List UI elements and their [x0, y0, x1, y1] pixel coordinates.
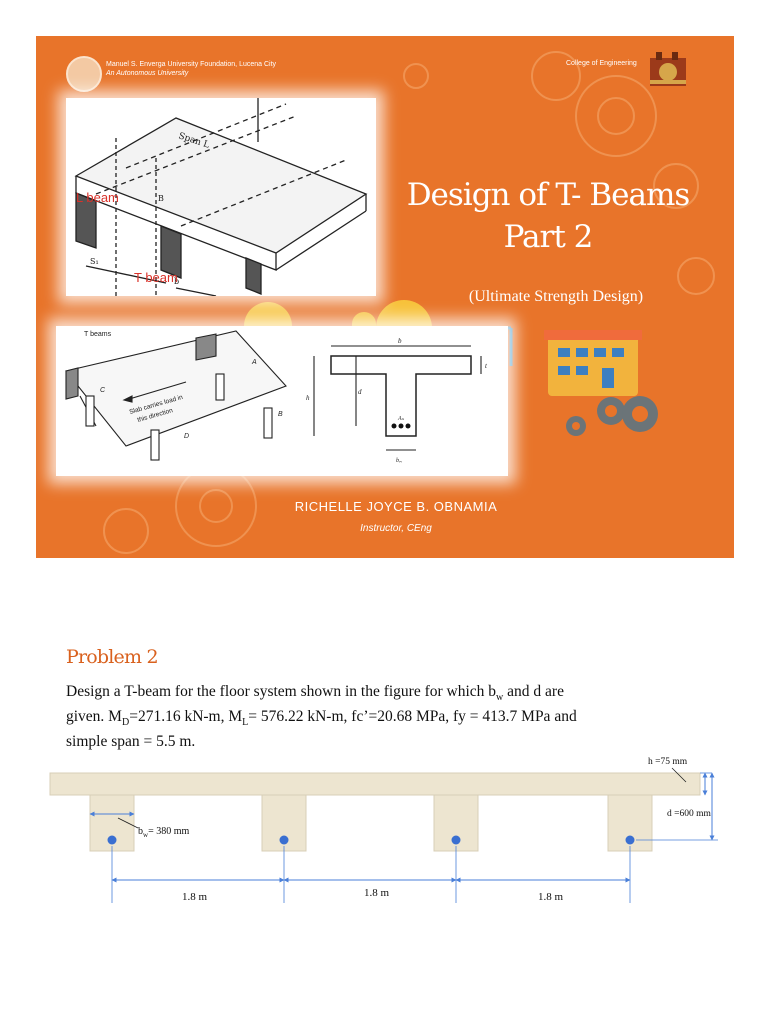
subscript: w	[496, 692, 504, 704]
text-fragment: Design a T-beam for the floor system sho…	[66, 683, 497, 700]
university-header: Manuel S. Enverga University Foundation,…	[106, 60, 276, 78]
building-icon	[544, 330, 642, 396]
problem-line-2: given. MD=271.16 kN-m, ML= 576.22 kN-m, …	[66, 707, 706, 732]
title-line2: Part 2	[503, 219, 594, 255]
point-d-label: D	[184, 433, 189, 440]
t-beams-label: T beams	[84, 331, 112, 338]
rebar-4	[625, 835, 635, 845]
h-label: h =75 mm	[648, 757, 688, 767]
dim-d-label: d	[358, 388, 362, 396]
as-label: Aₛ	[397, 416, 405, 422]
t-beam-section-drawing: T beams Slab carries load in this direct…	[65, 330, 488, 464]
text-fragment: =271.16 kN-m, M	[129, 708, 243, 726]
title-slide: Manuel S. Enverga University Foundation,…	[36, 36, 734, 558]
l-beam-label: L beam	[76, 190, 119, 205]
s1-label: S₁	[90, 257, 99, 266]
problem-line-3: simple span = 5.5 m.	[66, 733, 196, 751]
problem-statement: Design a T-beam for the floor system sho…	[66, 682, 706, 751]
text-fragment: given. M	[66, 708, 122, 726]
point-a-label: A	[251, 359, 257, 366]
b-label: B	[158, 194, 164, 203]
text-fragment: = 576.22 kN-m, fc’=20.68 MPa, fy = 413.7…	[248, 708, 577, 726]
point-c-label: C	[100, 387, 106, 394]
author-role: Instructor, CEng	[360, 523, 432, 534]
text-fragment: and d are	[503, 683, 564, 700]
university-subtitle: An Autonomous University	[106, 70, 189, 77]
author-name: RICHELLE JOYCE B. OBNAMIA	[294, 499, 498, 514]
dim-t-label: t	[485, 362, 488, 370]
slide-title: Design of T- Beams Part 2	[388, 174, 708, 258]
gear-icon	[566, 396, 658, 436]
lightbulb-icon	[244, 300, 432, 330]
bw-dim-label: bᵥᵥ	[396, 458, 403, 464]
floor-system-figure: bw= 380 mm h =75 mm d =600 mm 1.8 m 1.8 …	[49, 757, 718, 903]
problem-line-1: Design a T-beam for the floor system sho…	[66, 682, 706, 707]
university-name: Manuel S. Enverga University Foundation,…	[106, 61, 277, 68]
b-small-label: b	[174, 277, 179, 286]
dim-b-label: b	[398, 337, 402, 345]
slide-subtitle: (Ultimate Strength Design)	[468, 288, 644, 305]
title-line1: Design of T- Beams	[406, 177, 691, 213]
rebar-1	[107, 835, 117, 845]
beam-slab-figure: Span L B S₁ S₂ b L beam T beam	[66, 98, 376, 305]
slab	[49, 772, 701, 796]
college-label: College of Engineering	[566, 60, 637, 67]
d-label: d =600 mm	[667, 809, 711, 819]
subscript: L	[242, 717, 249, 729]
t-beam-section-figure: T beams Slab carries load in this direct…	[56, 326, 508, 476]
span-label-3: 1.8 m	[538, 891, 564, 903]
point-b-label: B	[278, 411, 283, 418]
beam-slab-drawing: Span L B S₁ S₂ b L beam T beam	[74, 98, 368, 305]
dim-h-label: h	[306, 394, 310, 402]
rebar-2	[279, 835, 289, 845]
subscript: D	[121, 717, 130, 729]
span-label-1: 1.8 m	[182, 891, 208, 903]
background-decoration	[103, 51, 715, 554]
college-logo	[650, 52, 686, 86]
bw-label: bw= 380 mm	[138, 826, 189, 839]
rebar-3	[451, 835, 461, 845]
span-label-2: 1.8 m	[364, 887, 390, 899]
t-beam-label: T beam	[134, 270, 178, 285]
university-seal	[66, 56, 102, 92]
problem-title: Problem 2	[66, 646, 159, 668]
